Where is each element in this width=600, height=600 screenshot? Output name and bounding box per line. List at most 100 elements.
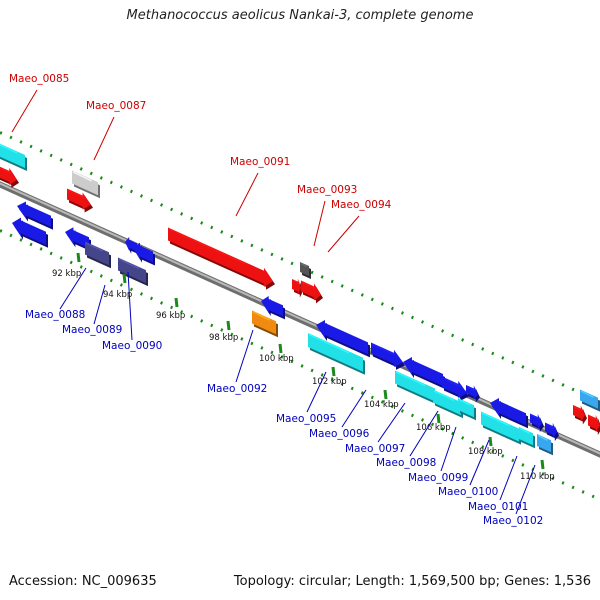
gene-maeo-0085-body <box>0 143 25 168</box>
gene-maeo-0098-highlight <box>433 390 455 402</box>
gene-maeo-0099-highlight <box>458 398 471 406</box>
tick-mark-5 <box>331 366 336 377</box>
gene-maeo-0090-highlight <box>118 258 140 270</box>
gene-maeo-0102-small-body <box>545 422 557 439</box>
gene-maeo-0099-body <box>458 398 474 418</box>
gene-maeo-0091-body <box>168 227 273 287</box>
tick-label-9: 110 kbp <box>520 472 555 482</box>
label-maeo-0087: Maeo_0087 <box>86 100 146 112</box>
leader-bottom-7 <box>409 410 439 457</box>
label-maeo-0089: Maeo_0089 <box>62 324 122 336</box>
gene-maeo-0102 <box>537 434 553 456</box>
gene-maeo-0092-upper <box>261 295 285 320</box>
gene-maeo-0100-highlight <box>481 412 510 427</box>
gene-maeo-0090-body <box>118 257 146 284</box>
leader-top-0 <box>11 89 38 133</box>
label-maeo-0100: Maeo_0100 <box>438 486 498 498</box>
tick-label-8: 108 kbp <box>468 447 503 457</box>
gene-maeo-0102-highlight <box>537 434 548 441</box>
gene-maeo-0094 <box>301 280 323 304</box>
gene-maeo-0097-body <box>395 370 435 402</box>
leader-bottom-3 <box>235 329 254 383</box>
label-maeo-0096: Maeo_0096 <box>309 428 370 440</box>
leader-bottom-4 <box>306 371 327 413</box>
tick-label-7: 106 kbp <box>416 423 451 433</box>
gene-maeo-0097-highlight <box>395 371 426 387</box>
gene-maeo-0096 <box>371 342 405 370</box>
tick-mark-2 <box>174 297 179 308</box>
label-maeo-0098: Maeo_0098 <box>376 457 436 469</box>
gene-maeo-0092-highlight <box>252 311 271 321</box>
accession-text: Accession: NC_009635 <box>9 574 157 589</box>
gene-maeo-0087 <box>67 188 93 213</box>
label-maeo-0088: Maeo_0088 <box>25 309 85 321</box>
leader-top-1 <box>93 116 115 161</box>
gene-maeo-0093b <box>292 278 303 298</box>
leader-bottom-10 <box>499 455 518 501</box>
gene-maeo-0093b-highlight <box>292 279 300 285</box>
leader-bottom-0 <box>59 267 87 310</box>
gene-maeo-0101-small-body <box>530 413 542 430</box>
leader-top-3 <box>313 200 326 247</box>
gene-maeo-0104-body <box>588 414 600 433</box>
gene-maeo-0088-upper-body <box>17 201 51 227</box>
tick-label-0: 92 kbp <box>52 269 81 279</box>
label-maeo-0092: Maeo_0092 <box>207 383 267 395</box>
gene-maeo-0099-small-body <box>466 385 478 400</box>
gene-maeo-0087-body <box>67 188 91 210</box>
gene-maeo-0086 <box>0 166 19 188</box>
gene-maeo-0103 <box>573 405 587 425</box>
gene-features <box>0 143 600 456</box>
gene-maeo-0101-highlight <box>519 427 530 434</box>
gene-maeo-0086-highlight <box>0 167 12 175</box>
gene-maeo-0095-body <box>308 333 363 372</box>
leader-top-2 <box>235 172 259 217</box>
gene-maeo-0100-upper-body <box>490 398 526 426</box>
genome-title: Methanococcus aeolicus Nankai-3, complet… <box>126 8 474 23</box>
label-maeo-0095: Maeo_0095 <box>276 413 336 425</box>
tick-mark-3 <box>226 320 231 331</box>
gene-maeo-0092-body <box>252 310 276 335</box>
tick-mark-0 <box>76 252 81 263</box>
gene-maeo-0085 <box>0 143 27 171</box>
gene-maeo-0099-small-highlight <box>466 385 476 392</box>
gene-maeo-0088-lower-body <box>12 217 46 245</box>
leader-bottom-8 <box>440 426 457 472</box>
gene-maeo-0096-body <box>371 342 403 367</box>
leader-top-4 <box>327 215 360 253</box>
gene-maeo-0101-small <box>530 413 544 433</box>
gene-maeo-0093b-body <box>292 278 301 295</box>
gene-maeo-0100-body <box>481 411 519 442</box>
leader-bottom-1 <box>93 284 106 325</box>
gene-maeo-0092-upper-body <box>261 295 283 317</box>
gene-maeo-0087-block-highlight <box>72 171 92 182</box>
gene-maeo-0095-upper-body <box>316 320 368 355</box>
gene-maeo-0089-body <box>85 241 109 266</box>
gene-maeo-0087-highlight <box>67 189 86 199</box>
gene-maeo-0096-highlight <box>371 343 396 356</box>
gene-maeo-0090 <box>118 257 148 287</box>
gene-maeo-0090-upper-body <box>133 242 153 263</box>
gene-maeo-0097-upper <box>403 357 445 389</box>
gene-maeo-0088-upper <box>17 201 53 230</box>
gene-maeo-0103-upper-body <box>580 389 598 409</box>
gene-maeo-0097-upper-body <box>403 357 443 386</box>
tick-label-4: 100 kbp <box>259 354 294 364</box>
gene-maeo-0100-upper <box>490 398 528 429</box>
gene-maeo-0092 <box>252 310 278 338</box>
gene-maeo-0098 <box>433 389 463 419</box>
gene-maeo-0102-small <box>545 422 559 442</box>
gene-maeo-0093-highlight <box>300 262 308 268</box>
tick-mark-4 <box>278 343 283 354</box>
gene-maeo-0087-block-body <box>72 170 98 196</box>
gene-labels: Maeo_0085Maeo_0087Maeo_0091Maeo_0093Maeo… <box>9 73 543 527</box>
label-maeo-0090: Maeo_0090 <box>102 340 162 352</box>
tick-label-1: 94 kbp <box>103 290 132 300</box>
gene-maeo-0099-small <box>466 385 480 403</box>
tick-label-2: 96 kbp <box>156 311 185 321</box>
gene-maeo-0101-body <box>519 427 533 446</box>
leader-bottom-2 <box>127 271 133 341</box>
label-maeo-0093: Maeo_0093 <box>297 184 357 196</box>
gene-maeo-0090-upper <box>133 242 155 266</box>
gene-maeo-0097 <box>395 370 437 405</box>
